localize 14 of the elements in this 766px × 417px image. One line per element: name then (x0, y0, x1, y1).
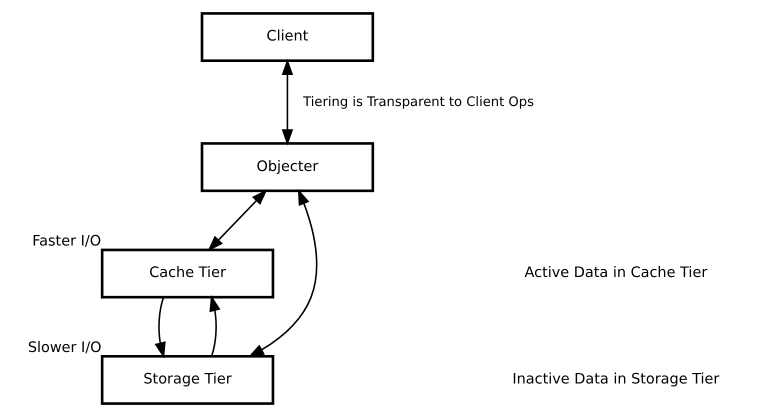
label: Inactive Data in Storage Tier (512, 372, 720, 388)
arrow (208, 189, 268, 252)
node-box: Cache Tier (100, 248, 274, 298)
arrow (154, 297, 166, 358)
label: Active Data in Cache Tier (524, 265, 708, 282)
edge-label: Tiering is Transparent to Client Ops (303, 95, 534, 110)
node-box: Objecter (200, 142, 374, 192)
arrow (282, 58, 294, 146)
node-box: Client (200, 12, 374, 62)
node-box: Storage Tier (100, 355, 274, 405)
node-label: Slower I/O (28, 340, 102, 356)
arrow (248, 188, 318, 358)
node-label: Faster I/O (32, 234, 102, 250)
arrow (209, 295, 220, 356)
